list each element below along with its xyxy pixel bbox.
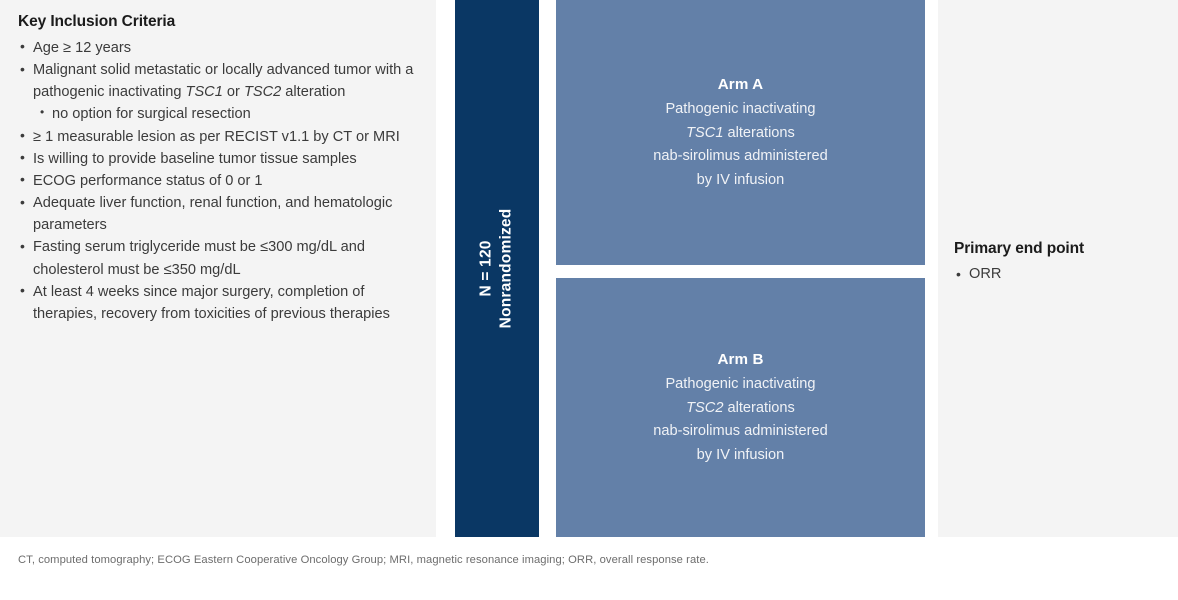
criteria-item: At least 4 weeks since major surgery, co… [18,280,420,325]
arm-a-title: Arm A [717,75,764,93]
endpoint-list: ORR [954,264,1162,286]
enrollment-label: N = 120 Nonrandomized [477,209,518,329]
arm-b-line: TSC2 alterations [686,399,795,416]
endpoint-heading: Primary end point [954,240,1085,258]
arm-a-line: TSC1 alterations [686,124,795,141]
abbreviations-footnote: CT, computed tomography; ECOG Eastern Co… [18,554,709,566]
criteria-item: ECOG performance status of 0 or 1 [18,169,420,192]
criteria-list: Age ≥ 12 yearsMalignant solid metastatic… [18,36,420,325]
enrollment-bar: N = 120 Nonrandomized [455,0,539,537]
schema-row: Key Inclusion Criteria Age ≥ 12 yearsMal… [0,0,1178,540]
arm-b-line: by IV infusion [696,446,785,463]
arm-a-line: Pathogenic inactivating [665,100,816,117]
criteria-item: Age ≥ 12 years [18,36,420,59]
criteria-item: Fasting serum triglyceride must be ≤300 … [18,236,420,280]
endpoint-item: ORR [954,264,1162,286]
criteria-heading: Key Inclusion Criteria [18,13,176,30]
criteria-item: Malignant solid metastatic or locally ad… [18,59,420,103]
criteria-item: Is willing to provide baseline tumor tis… [18,147,420,170]
arm-b-line: nab-sirolimus administered [653,423,828,440]
criteria-item: ≥ 1 measurable lesion as per RECIST v1.1… [18,125,420,148]
arm-a-line: nab-sirolimus administered [653,148,828,165]
criteria-item: Adequate liver function, renal function,… [18,192,420,236]
primary-endpoint-panel: Primary end point ORR [938,0,1178,537]
key-inclusion-criteria-panel: Key Inclusion Criteria Age ≥ 12 yearsMal… [0,0,436,537]
criteria-item: no option for surgical resection [18,103,420,125]
arm-a-line: by IV infusion [696,171,785,188]
enrollment-count: N = 120 [477,240,495,297]
arm-b-line: Pathogenic inactivating [665,375,816,392]
arm-b-title: Arm B [717,350,764,368]
enrollment-design: Nonrandomized [498,208,515,329]
